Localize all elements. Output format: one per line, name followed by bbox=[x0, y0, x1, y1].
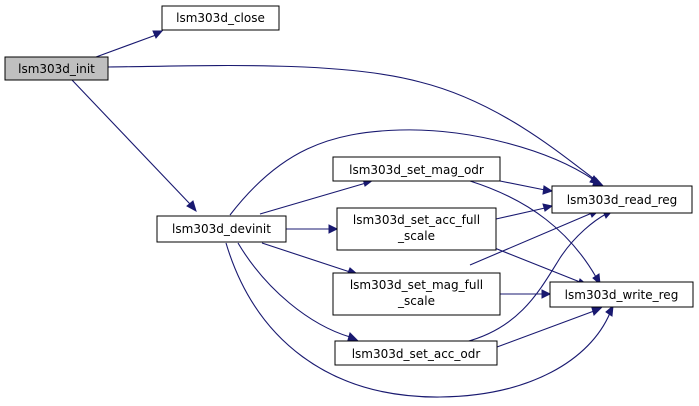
node-lsm303d-set-acc-full-scale-line2: _scale bbox=[397, 229, 435, 243]
node-lsm303d-read-reg[interactable]: lsm303d_read_reg bbox=[551, 185, 693, 214]
node-lsm303d-read-reg-label: lsm303d_read_reg bbox=[567, 193, 678, 207]
edge-set-mag-full-scale-write-reg-arrow bbox=[541, 289, 552, 299]
node-lsm303d-write-reg-label: lsm303d_write_reg bbox=[565, 288, 679, 302]
edge-set-acc-full-scale-read-reg bbox=[495, 207, 546, 220]
edge-set-mag-odr-read-reg-arrow bbox=[542, 185, 554, 195]
node-lsm303d-read-reg-box bbox=[551, 185, 693, 214]
edge-devinit-read-reg bbox=[229, 129, 595, 216]
edge-set-acc-odr-write-reg bbox=[496, 310, 595, 348]
node-lsm303d-init[interactable]: lsm303d_init bbox=[4, 56, 109, 81]
node-lsm303d-set-acc-full-scale[interactable]: lsm303d_set_acc_full _scale bbox=[336, 207, 497, 251]
node-lsm303d-init-box bbox=[4, 56, 109, 81]
node-lsm303d-devinit[interactable]: lsm303d_devinit bbox=[156, 215, 287, 243]
edge-init-devinit-arrow bbox=[186, 200, 197, 213]
edge-devinit-set-acc-full-scale-arrow bbox=[328, 224, 339, 234]
edge-set-mag-odr-write-reg bbox=[469, 180, 597, 278]
node-lsm303d-set-acc-odr-label: lsm303d_set_acc_odr bbox=[352, 347, 481, 361]
edge-devinit-set-mag-odr bbox=[259, 182, 367, 215]
node-lsm303d-set-mag-full-scale-box bbox=[332, 272, 501, 316]
node-lsm303d-set-mag-full-scale[interactable]: lsm303d_set_mag_full _scale bbox=[332, 272, 501, 316]
edge-init-close bbox=[95, 34, 157, 58]
edge-set-mag-odr-read-reg bbox=[499, 180, 546, 191]
node-lsm303d-devinit-label: lsm303d_devinit bbox=[172, 222, 271, 236]
edge-set-acc-odr-write-reg-arrow bbox=[591, 307, 603, 316]
node-lsm303d-set-acc-full-scale-box bbox=[336, 207, 497, 251]
node-lsm303d-set-mag-odr-box bbox=[332, 156, 501, 182]
node-lsm303d-set-mag-full-scale-line1: lsm303d_set_mag_full bbox=[350, 278, 483, 292]
edge-set-mag-full-scale-read-reg bbox=[469, 212, 593, 266]
nodes: lsm303d_init lsm303d_close lsm303d_devin… bbox=[4, 5, 694, 366]
edge-init-devinit bbox=[71, 79, 191, 205]
edge-devinit-set-acc-odr-arrow bbox=[347, 332, 359, 341]
edge-init-read-reg bbox=[107, 64, 599, 183]
node-lsm303d-set-acc-full-scale-line1: lsm303d_set_acc_full bbox=[353, 213, 480, 227]
node-lsm303d-devinit-box bbox=[156, 215, 287, 243]
edge-devinit-set-acc-odr bbox=[237, 242, 351, 338]
node-lsm303d-set-mag-full-scale-line2: _scale bbox=[397, 294, 435, 308]
edge-set-acc-full-scale-write-reg bbox=[481, 242, 581, 283]
edge-devinit-write-reg bbox=[225, 242, 611, 398]
node-lsm303d-write-reg-box bbox=[549, 281, 694, 308]
node-lsm303d-close-label: lsm303d_close bbox=[176, 11, 265, 25]
node-lsm303d-close-box bbox=[161, 5, 280, 31]
edge-devinit-read-reg-arrow bbox=[589, 175, 603, 186]
edge-devinit-set-mag-full-scale bbox=[261, 242, 351, 273]
node-lsm303d-init-label: lsm303d_init bbox=[18, 62, 95, 76]
edge-set-acc-odr-read-reg bbox=[464, 213, 607, 343]
node-lsm303d-set-mag-odr-label: lsm303d_set_mag_odr bbox=[349, 163, 484, 177]
node-lsm303d-write-reg[interactable]: lsm303d_write_reg bbox=[549, 281, 694, 308]
node-lsm303d-close[interactable]: lsm303d_close bbox=[161, 5, 280, 31]
node-lsm303d-set-acc-odr-box bbox=[334, 340, 498, 366]
node-lsm303d-set-acc-odr[interactable]: lsm303d_set_acc_odr bbox=[334, 340, 498, 366]
edge-set-acc-full-scale-read-reg-arrow bbox=[542, 203, 554, 212]
edge-init-close-arrow bbox=[152, 30, 164, 39]
node-lsm303d-set-mag-odr[interactable]: lsm303d_set_mag_odr bbox=[332, 156, 501, 182]
edge-devinit-write-reg-arrow bbox=[605, 304, 614, 317]
